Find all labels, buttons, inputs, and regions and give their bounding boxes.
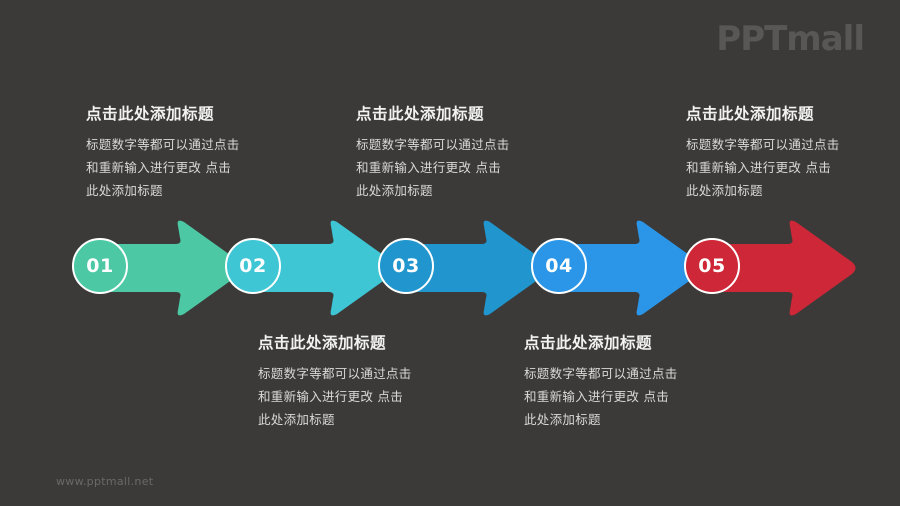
arrow-icon <box>90 218 247 318</box>
step-body-line: 标题数字等都可以通过点击 <box>686 137 840 152</box>
step-body-line: 此处添加标题 <box>258 412 335 428</box>
pptmall-logo: PPTmall <box>716 19 865 59</box>
process-step-02[interactable]: 02 <box>225 218 400 318</box>
arrow-path <box>404 220 550 316</box>
process-step-04[interactable]: 04 <box>531 218 706 318</box>
step-body-line: 标题数字等都可以通过点击 <box>524 366 678 381</box>
step-badge-01[interactable]: 01 <box>72 238 128 294</box>
arrow-path <box>251 220 397 316</box>
step-number-02: 02 <box>239 255 267 277</box>
arrow-icon <box>702 218 859 318</box>
step-body-line: 此处添加标题 <box>686 183 763 199</box>
step-body-line: 和重新输入进行更改 点击 <box>356 160 502 176</box>
step-title-01: 点击此处添加标题 <box>86 105 215 123</box>
step-text-block-01: 点击此处添加标题 标题数字等都可以通过点击 和重新输入进行更改 点击 此处添加标… <box>86 102 301 202</box>
process-step-01[interactable]: 01 <box>72 218 247 318</box>
process-arrow-chain: 01 02 03 <box>0 218 900 318</box>
step-title-03: 点击此处添加标题 <box>356 105 485 123</box>
step-body-line: 此处添加标题 <box>524 412 601 428</box>
arrow-icon <box>396 218 553 318</box>
step-title-02: 点击此处添加标题 <box>258 334 387 352</box>
step-body-line: 和重新输入进行更改 点击 <box>86 160 232 176</box>
step-body-line: 此处添加标题 <box>356 183 433 199</box>
arrow-path <box>710 220 856 316</box>
step-badge-04[interactable]: 04 <box>531 238 587 294</box>
step-text-block-03: 点击此处添加标题 标题数字等都可以通过点击 和重新输入进行更改 点击 此处添加标… <box>356 102 571 202</box>
step-number-01: 01 <box>86 255 114 277</box>
footer-url: www.pptmall.net <box>56 475 154 488</box>
arrow-icon <box>243 218 400 318</box>
step-number-05: 05 <box>698 255 726 277</box>
process-step-03[interactable]: 03 <box>378 218 553 318</box>
step-body-line: 和重新输入进行更改 点击 <box>686 160 832 176</box>
step-badge-05[interactable]: 05 <box>684 238 740 294</box>
step-text-block-05: 点击此处添加标题 标题数字等都可以通过点击 和重新输入进行更改 点击 此处添加标… <box>686 102 900 202</box>
process-step-05[interactable]: 05 <box>684 218 859 318</box>
step-text-block-04: 点击此处添加标题 标题数字等都可以通过点击 和重新输入进行更改 点击 此处添加标… <box>524 331 739 431</box>
step-body-line: 和重新输入进行更改 点击 <box>258 389 404 405</box>
step-body-line: 和重新输入进行更改 点击 <box>524 389 670 405</box>
step-body-line: 标题数字等都可以通过点击 <box>86 137 240 152</box>
step-title-04: 点击此处添加标题 <box>524 334 653 352</box>
step-number-03: 03 <box>392 255 420 277</box>
step-badge-03[interactable]: 03 <box>378 238 434 294</box>
step-title-05: 点击此处添加标题 <box>686 105 815 123</box>
step-text-block-02: 点击此处添加标题 标题数字等都可以通过点击 和重新输入进行更改 点击 此处添加标… <box>258 331 473 431</box>
step-body-line: 标题数字等都可以通过点击 <box>258 366 412 381</box>
step-badge-02[interactable]: 02 <box>225 238 281 294</box>
step-number-04: 04 <box>545 255 573 277</box>
arrow-icon <box>549 218 706 318</box>
arrow-path <box>557 220 703 316</box>
step-body-line: 标题数字等都可以通过点击 <box>356 137 510 152</box>
step-body-line: 此处添加标题 <box>86 183 163 199</box>
arrow-path <box>98 220 244 316</box>
